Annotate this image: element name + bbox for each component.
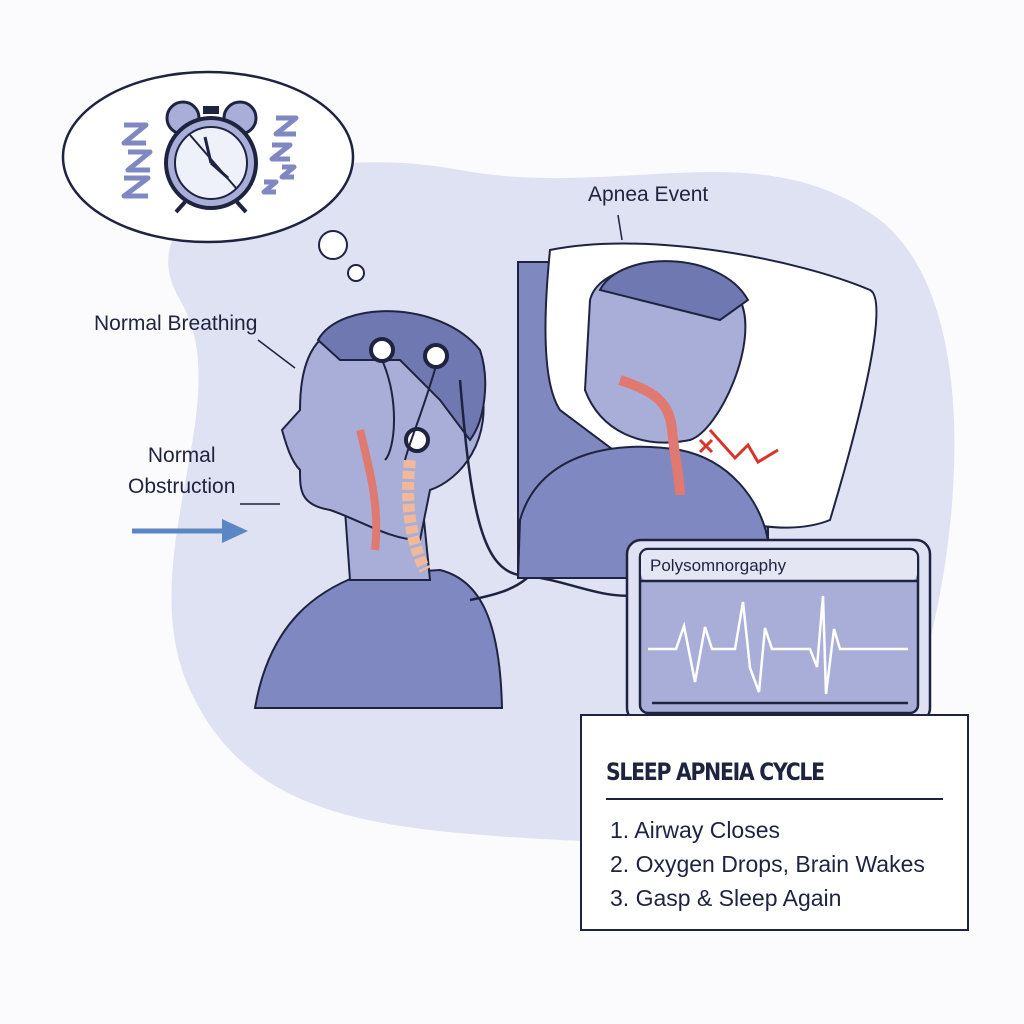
- apnea-event-label: Apnea Event: [588, 183, 709, 206]
- monitor-title: Polysomnorgaphy: [650, 556, 787, 575]
- cycle-step: 1. Airway Closes: [610, 817, 781, 843]
- arrow-head: [222, 519, 248, 543]
- cycle-title: SLEEP APNEIA CYCLE: [606, 758, 825, 786]
- cycle-card: SLEEP APNEIA CYCLE 1. Airway Closes 2. O…: [580, 714, 969, 931]
- cycle-steps: 1. Airway Closes 2. Oxygen Drops, Brain …: [610, 813, 925, 915]
- zzz-icon: [121, 115, 299, 199]
- cycle-step: 3. Gasp & Sleep Again: [610, 885, 842, 911]
- leader-line: [257, 339, 296, 369]
- leader-line: [617, 214, 623, 241]
- normal-breathing-label: Normal Breathing: [94, 312, 258, 335]
- cycle-step: 2. Oxygen Drops, Brain Wakes: [610, 851, 925, 877]
- title-divider: [606, 798, 943, 800]
- alarm-clock-icon: [164, 100, 258, 214]
- ecg-waveform: [648, 595, 908, 695]
- polysomnography-monitor: [625, 538, 932, 724]
- apnea-scene: [516, 242, 878, 579]
- man-with-electrodes: [253, 310, 504, 709]
- normal-obstruction-label: Normal Obstruction: [128, 444, 236, 498]
